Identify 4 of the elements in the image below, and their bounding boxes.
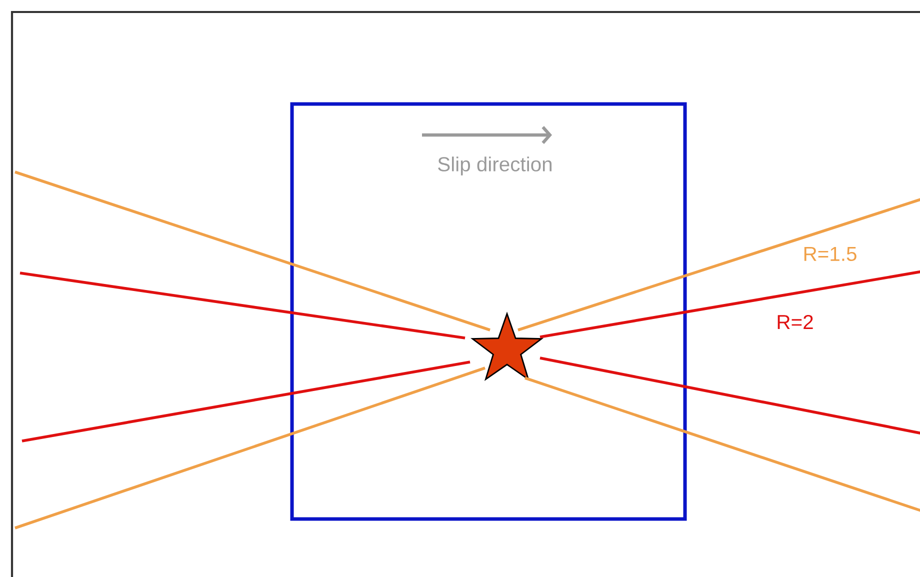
square xyxy=(290,102,687,521)
caption-text: Slip direction xyxy=(438,156,552,176)
line-label: R=2 xyxy=(778,314,813,330)
line-label: R=1.5 xyxy=(804,246,856,262)
